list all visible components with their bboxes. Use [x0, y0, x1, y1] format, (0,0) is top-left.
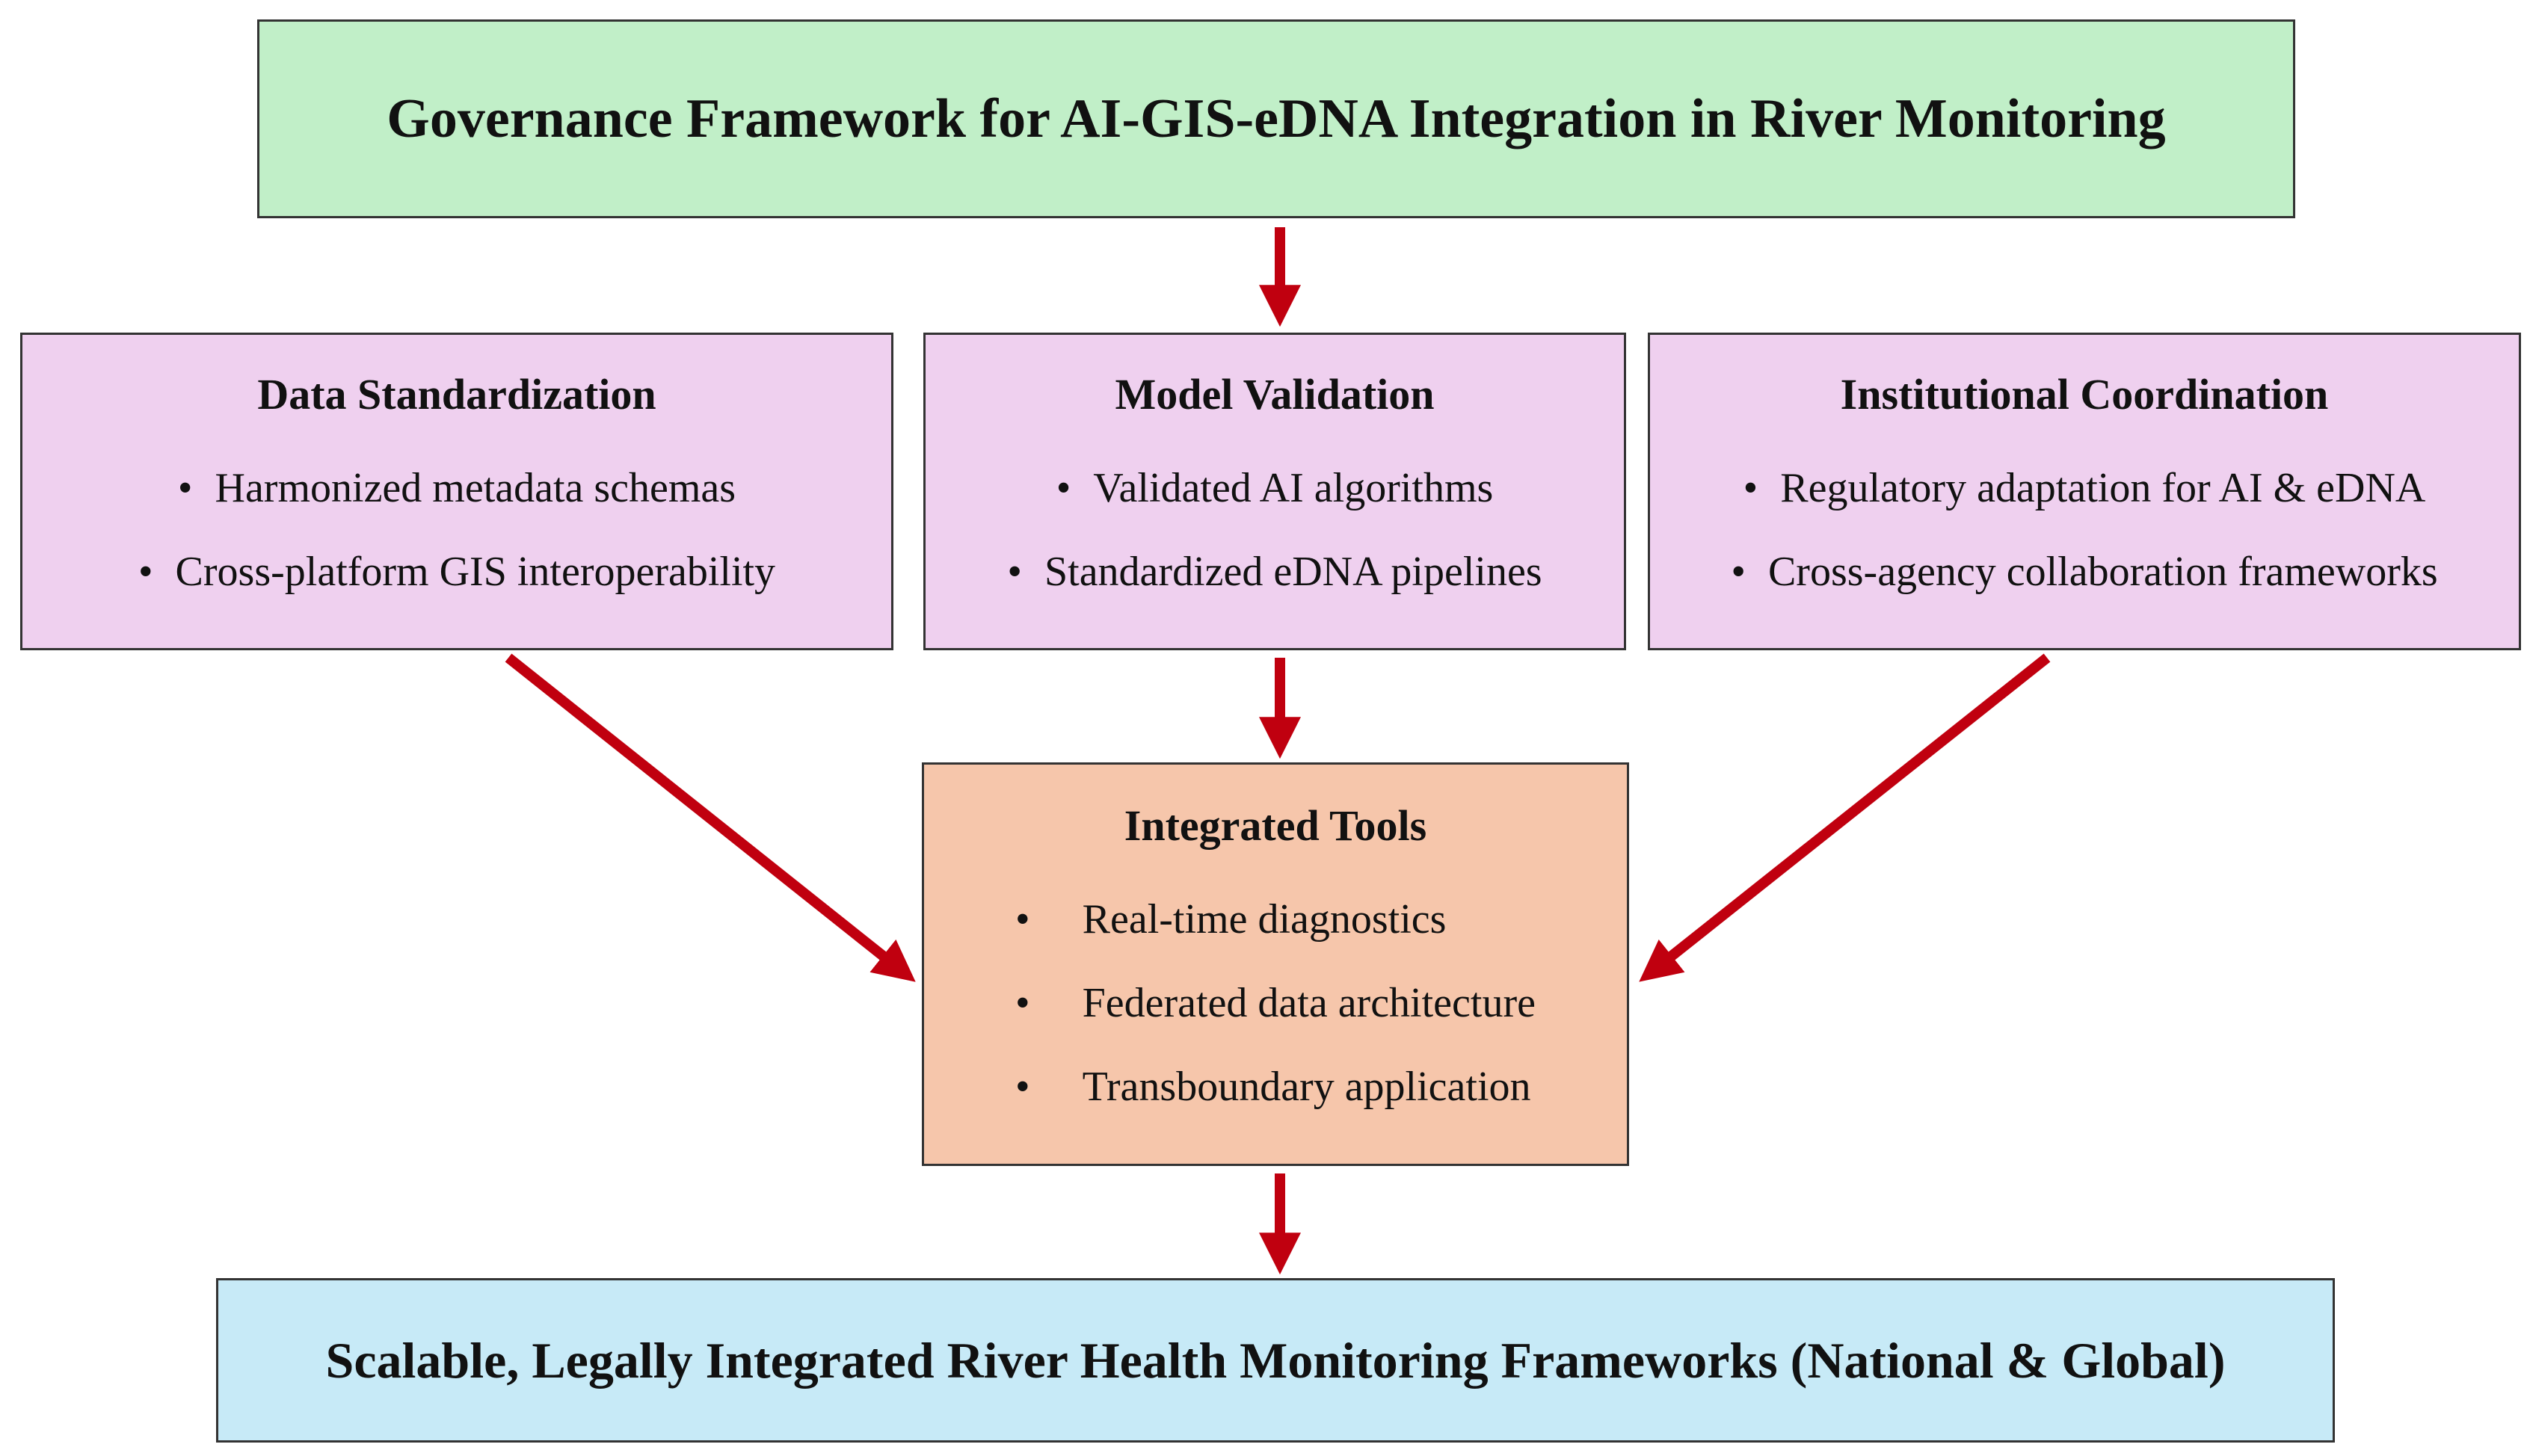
governance-framework-title: Governance Framework for AI-GIS-eDNA Int… — [387, 87, 2166, 149]
list-item: • Transboundary application — [1015, 1045, 1536, 1129]
bullet-icon: • — [1007, 549, 1022, 595]
bullet-icon: • — [1015, 1063, 1030, 1110]
bullet-icon: • — [1056, 465, 1071, 511]
list-item-text: Harmonized metadata schemas — [215, 465, 736, 511]
list-item: • Cross-agency collaboration frameworks — [1731, 530, 2437, 614]
list-item: • Validated AI algorithms — [1007, 446, 1542, 530]
outcome-title: Scalable, Legally Integrated River Healt… — [325, 1331, 2226, 1389]
model-validation-list: • Validated AI algorithms • Standardized e… — [1007, 446, 1542, 614]
data-standardization-title: Data Standardization — [257, 370, 656, 419]
list-item-text: Federated data architecture — [1082, 979, 1536, 1026]
bullet-icon: • — [177, 465, 193, 511]
bullet-icon: • — [1731, 549, 1746, 595]
list-item: • Harmonized metadata schemas — [138, 446, 775, 530]
list-item: • Standardized eDNA pipelines — [1007, 530, 1542, 614]
model-validation-title: Model Validation — [1115, 370, 1435, 419]
bullet-icon: • — [1015, 895, 1030, 943]
integrated-tools-title: Integrated Tools — [1124, 801, 1427, 850]
integrated-tools-list: • Real-time diagnostics • Federated data a… — [1015, 877, 1536, 1129]
list-item: • Federated data architecture — [1015, 961, 1536, 1045]
institutional-coordination-title: Institutional Coordination — [1840, 370, 2329, 419]
institutional-coordination-box: Institutional Coordination • Regulatory a… — [1648, 333, 2521, 650]
list-item-text: Cross-platform GIS interoperability — [175, 549, 776, 595]
outcome-box: Scalable, Legally Integrated River Healt… — [216, 1278, 2335, 1443]
list-item-text: Validated AI algorithms — [1093, 465, 1494, 511]
list-item-text: Real-time diagnostics — [1082, 895, 1447, 943]
institutional-coordination-list: •Regulatory adaptation for AI & eDNA •Cr… — [1731, 446, 2437, 614]
arrow-institutional-to-tools — [1639, 653, 2051, 982]
data-standardization-list: • Harmonized metadata schemas • Cross-plat… — [138, 446, 775, 614]
list-item: • Real-time diagnostics — [1015, 877, 1536, 961]
arrow-data-to-tools — [505, 653, 916, 982]
data-standardization-box: Data Standardization • Harmonized metadat… — [20, 333, 893, 650]
governance-framework-box: Governance Framework for AI-GIS-eDNA Int… — [257, 19, 2295, 218]
bullet-icon: • — [138, 549, 153, 595]
list-item-text: Transboundary application — [1082, 1063, 1531, 1110]
list-item-text: Regulatory adaptation for AI & eDNA — [1780, 465, 2426, 511]
list-item: • Regulatory adaptation for AI & eDNA — [1731, 446, 2437, 530]
model-validation-box: Model Validation • Validated AI algorithm… — [923, 333, 1626, 650]
list-item-text: Cross-agency collaboration frameworks — [1767, 549, 2438, 595]
list-item-text: Standardized eDNA pipelines — [1044, 549, 1542, 595]
integrated-tools-box: Integrated Tools • Real-time diagnostics … — [922, 762, 1629, 1166]
bullet-icon: • — [1015, 979, 1030, 1026]
bullet-icon: • — [1743, 465, 1758, 511]
list-item: • Cross-platform GIS interoperability — [138, 530, 775, 614]
